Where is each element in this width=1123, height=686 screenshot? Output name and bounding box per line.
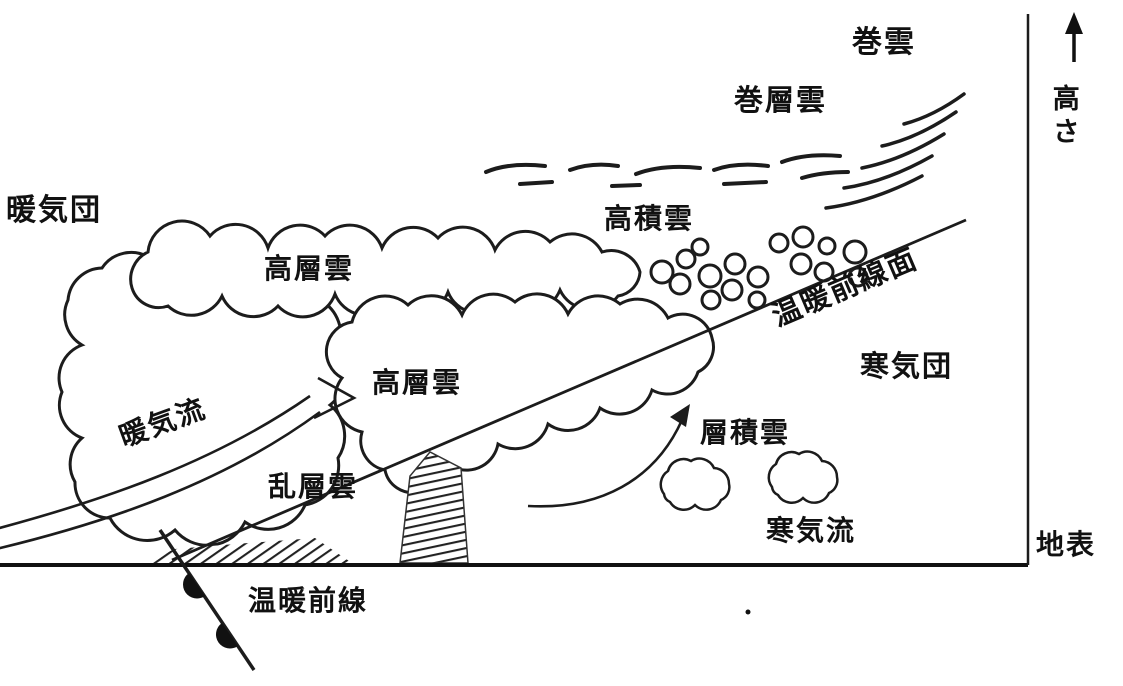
- label-cirrostratus: 巻層雲: [734, 85, 828, 117]
- stray-dot: [745, 609, 751, 615]
- warm-front-surface-line: [171, 218, 967, 562]
- cloud-altostratus-upper: [129, 219, 642, 319]
- label-nimbostratus: 乱層雲: [268, 471, 359, 502]
- label-ground-surface: 地表: [1036, 529, 1097, 560]
- label-cold-air-mass: 寒気団: [860, 351, 954, 383]
- label-cirrus: 巻雲: [852, 26, 916, 59]
- cold-air-current-arrow: [527, 404, 690, 508]
- label-height-axis: 高さ: [1048, 84, 1079, 150]
- rain-hatch-wedge: [142, 538, 352, 563]
- stratocumulus-clouds: [659, 450, 839, 511]
- label-warm-air-mass: 暖気団: [6, 194, 102, 227]
- label-stratocumulus: 層積雲: [700, 417, 791, 448]
- label-warm-front: 温暖前線: [248, 585, 369, 616]
- surface-warm-front-symbol: [158, 529, 256, 671]
- altocumulus-cloudlets: [649, 225, 869, 311]
- warm-air-current-arrow: [0, 376, 357, 550]
- cirrus-streaks: [484, 153, 850, 188]
- label-altocumulus: 高積雲: [604, 203, 695, 234]
- height-axis-arrow-icon: [1065, 12, 1083, 62]
- label-altostratus-lower: 高層雲: [372, 367, 463, 398]
- label-altostratus-upper: 高層雲: [264, 253, 355, 284]
- cloud-altostratus-lower: [324, 292, 715, 495]
- cirrostratus-streaks: [824, 92, 966, 210]
- label-cold-air-current: 寒気流: [766, 515, 857, 546]
